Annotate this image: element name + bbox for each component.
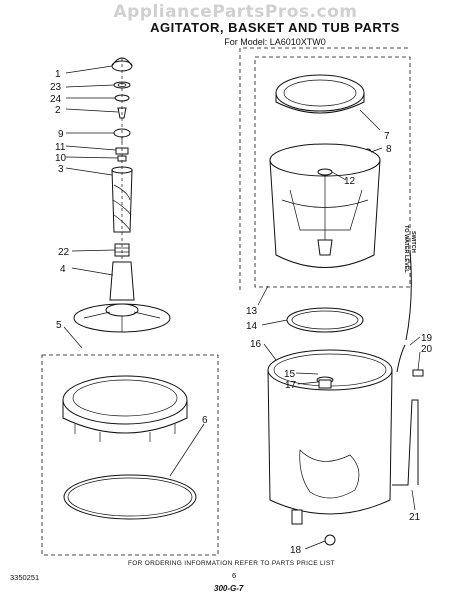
part-label-21: 21: [409, 512, 421, 523]
part-label-11: 11: [55, 142, 66, 153]
leader-lines: [63, 65, 421, 550]
snubber-ring: [286, 307, 364, 333]
basket-group-box: [254, 56, 411, 288]
part-label-17: 17: [285, 380, 297, 391]
part-label-4: 4: [60, 264, 66, 275]
part-label-24: 24: [50, 94, 62, 105]
part-label-6: 6: [202, 415, 208, 426]
tub-ring: [62, 375, 188, 442]
diagram-title: AGITATOR, BASKET AND TUB PARTS: [150, 20, 400, 35]
tub-ring-gasket: [63, 474, 197, 520]
part-label-5: 5: [56, 320, 62, 331]
document-number: 3350251: [10, 573, 40, 582]
basket-ring: [275, 74, 365, 114]
part-label-2: 2: [55, 105, 61, 116]
part-label-19: 19: [421, 333, 433, 344]
part-label-16: 16: [250, 339, 262, 350]
model-subtitle: For Model: LA6010XTW0: [224, 37, 326, 47]
part-label-8: 8: [386, 144, 392, 155]
part-label-3: 3: [58, 164, 64, 175]
water-level-label-line1: TO WATER LEVEL: [403, 225, 409, 273]
tub-group-outline: [239, 47, 408, 290]
watermark: AppliancePartsPros.com: [113, 2, 358, 22]
part-label-12: 12: [344, 176, 356, 187]
part-label-22: 22: [58, 247, 70, 258]
agitator-base: [73, 261, 171, 333]
part-label-15: 15: [284, 369, 296, 380]
auger: [111, 166, 133, 233]
part-label-23: 23: [50, 82, 62, 93]
part-label-20: 20: [421, 344, 433, 355]
revision-code: 300-G-7: [214, 584, 244, 593]
part-label-7: 7: [384, 131, 390, 142]
agitator-group-box: [41, 354, 219, 556]
pressure-hose: [396, 249, 424, 377]
water-level-switch-label: TO WATER LEVEL SWITCH: [403, 225, 416, 273]
water-level-label-line2: SWITCH: [410, 231, 416, 253]
outer-tub: [267, 349, 393, 546]
part-label-10: 10: [55, 153, 67, 164]
part-label-9: 9: [58, 129, 64, 140]
part-label-14: 14: [246, 321, 258, 332]
ordering-note: FOR ORDERING INFORMATION REFER TO PARTS …: [128, 560, 335, 567]
drain-hose: [392, 399, 419, 486]
part-label-1: 1: [55, 69, 61, 80]
part-label-18: 18: [290, 545, 302, 556]
page-number: 6: [232, 571, 237, 580]
part-label-13: 13: [246, 306, 258, 317]
wash-basket: [269, 143, 381, 268]
